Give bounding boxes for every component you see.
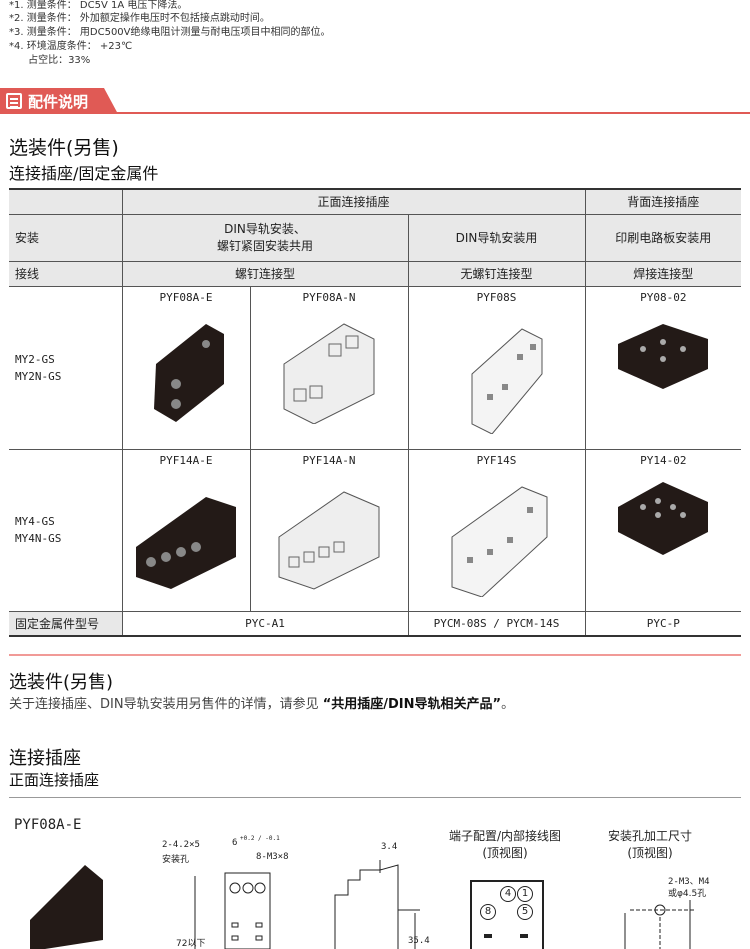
terminal-number: 8 (480, 904, 496, 920)
product-name: PYF14A-N (302, 453, 356, 467)
mount-note: 或φ4.5孔 (668, 889, 707, 899)
dimension-label: 安装孔 (162, 855, 190, 865)
table-row-fixture: 固定金属件型号 PYC-A1 PYCM-08S / PYCM-14S PYC-P (9, 610, 742, 637)
product-name: PYF14A-E (159, 453, 213, 467)
terminal-number: 1 (517, 886, 533, 902)
terminal-diagram: 4 1 8 5 (470, 880, 544, 949)
terminal-diagram-title: 端子配置/内部接线图 (448, 829, 562, 843)
note-4: *4. 环境温度条件： +23℃ (9, 41, 133, 52)
section-title: 选装件(另售) (9, 672, 114, 693)
terminal-diagram-subtitle: (顶视图) (482, 846, 528, 860)
table-row-wiring: 接线 螺钉连接型 无螺钉连接型 焊接连接型 (9, 260, 742, 287)
divider (9, 797, 741, 798)
document-icon (6, 93, 22, 109)
socket-image-dark (618, 481, 709, 555)
product-name: PY14-02 (640, 453, 687, 467)
reference-text: 关于连接插座、DIN导轨安装用另售件的详情，请参见 “共用插座/DIN导轨相关产… (9, 693, 514, 712)
socket-image-light (278, 490, 380, 590)
product-cell: PYF08A-E (121, 285, 251, 450)
banner-underline (0, 112, 750, 114)
table-cell: PYC-P (584, 610, 742, 637)
dimension-label: 2-4.2×5 (162, 840, 200, 850)
table-row: MY2-GS MY2N-GS PYF08A-E PYF08A-N PYF08S … (9, 285, 742, 450)
dimension-label: 3.4 (381, 842, 398, 852)
note-3: *3. 测量条件： 用DC500V绝缘电阻计测量与耐电压项目中相同的部位。 (9, 27, 331, 38)
socket-image-light (283, 322, 375, 424)
note-5: 占空比：33% (9, 55, 91, 66)
terminal-number: 5 (517, 904, 533, 920)
product-cell: PYF08S (407, 285, 586, 450)
row-label: 固定金属件型号 (9, 610, 123, 637)
product-cell: PY14-02 (584, 448, 742, 612)
tolerance-label: +0.2 / -0.1 (240, 835, 280, 842)
front-view-drawing (194, 872, 271, 949)
section-subtitle: 连接插座/固定金属件 (9, 164, 159, 183)
socket-image-dark (30, 865, 103, 949)
coil-terminal-icon (484, 934, 492, 938)
row-label: 接线 (9, 260, 123, 287)
dimension-label: 6 (232, 838, 238, 848)
relay-model: MY4-GS MY4N-GS (9, 448, 123, 612)
mount-hole-title: 安装孔加工尺寸 (607, 829, 692, 843)
relay-model: MY2-GS MY2N-GS (9, 285, 123, 450)
header-back: 背面连接插座 (584, 188, 742, 215)
product-cell: PYF14S (407, 448, 586, 612)
text: 关于连接插座、DIN导轨安装用另售件的详情，请参见 (9, 697, 319, 712)
banner-title: 配件说明 (28, 92, 89, 111)
product-name: PY08-02 (640, 290, 687, 304)
product-cell: PY08-02 (584, 285, 742, 450)
table-cell: DIN导轨安装、 螺钉紧固安装共用 (121, 213, 409, 262)
section-title: 连接插座 (9, 748, 81, 769)
table-cell: 焊接连接型 (584, 260, 742, 287)
reference-link[interactable]: “共用插座/DIN导轨相关产品” (322, 697, 502, 712)
section-banner: 配件说明 (0, 88, 118, 114)
header-front: 正面连接插座 (121, 188, 586, 215)
socket-image-light (471, 327, 543, 434)
socket-image-dark (618, 323, 709, 389)
table-cell: DIN导轨安装用 (407, 213, 586, 262)
table-cell: 印刷电路板安装用 (584, 213, 742, 262)
table-cell: PYCM-08S / PYCM-14S (407, 610, 586, 637)
product-cell: PYF08A-N (249, 285, 409, 450)
section-subtitle: 正面连接插座 (9, 771, 100, 789)
product-name: PYF08A-E (159, 290, 213, 304)
product-name: PYF08A-N (302, 290, 356, 304)
table-cell: 无螺钉连接型 (407, 260, 586, 287)
socket-image-dark (136, 496, 236, 589)
table-row: MY4-GS MY4N-GS PYF14A-E PYF14A-N PYF14S … (9, 448, 742, 612)
section-divider (9, 654, 741, 656)
dimension-label: 35.4 (408, 936, 430, 946)
table-cell: 螺钉连接型 (121, 260, 409, 287)
table-cell: PYC-A1 (121, 610, 409, 637)
product-cell: PYF14A-E (121, 448, 251, 612)
socket-image-dark (154, 323, 224, 422)
coil-terminal-icon (520, 934, 528, 938)
row-label: 安装 (9, 213, 123, 262)
terminal-number: 4 (500, 886, 516, 902)
product-cell: PYF14A-N (249, 448, 409, 612)
drawing-model: PYF08A-E (14, 817, 82, 833)
socket-table: 正面连接插座 背面连接插座 安装 DIN导轨安装、 螺钉紧固安装共用 DIN导轨… (9, 188, 742, 637)
mount-hole-drawing (624, 900, 695, 949)
mount-note: 2-M3、M4 (668, 877, 710, 887)
table-row-mount: 安装 DIN导轨安装、 螺钉紧固安装共用 DIN导轨安装用 印刷电路板安装用 (9, 213, 742, 262)
product-name: PYF14S (476, 453, 517, 467)
section-title: 选装件(另售) (9, 137, 119, 159)
side-view-drawing (334, 860, 420, 949)
socket-image-light (451, 485, 548, 597)
mount-hole-subtitle: (顶视图) (627, 846, 673, 860)
text: 。 (501, 697, 515, 712)
product-name: PYF08S (476, 290, 517, 304)
note-2: *2. 测量条件： 外加额定操作电压时不包括接点跳动时间。 (9, 13, 270, 24)
dimension-label: 8-M3×8 (256, 852, 289, 862)
table-header-row: 正面连接插座 背面连接插座 (9, 188, 742, 215)
dimension-label: 72以下 (176, 939, 206, 949)
note-1: *1. 测量条件： DC5V 1A 电压下降法。 (9, 0, 188, 11)
